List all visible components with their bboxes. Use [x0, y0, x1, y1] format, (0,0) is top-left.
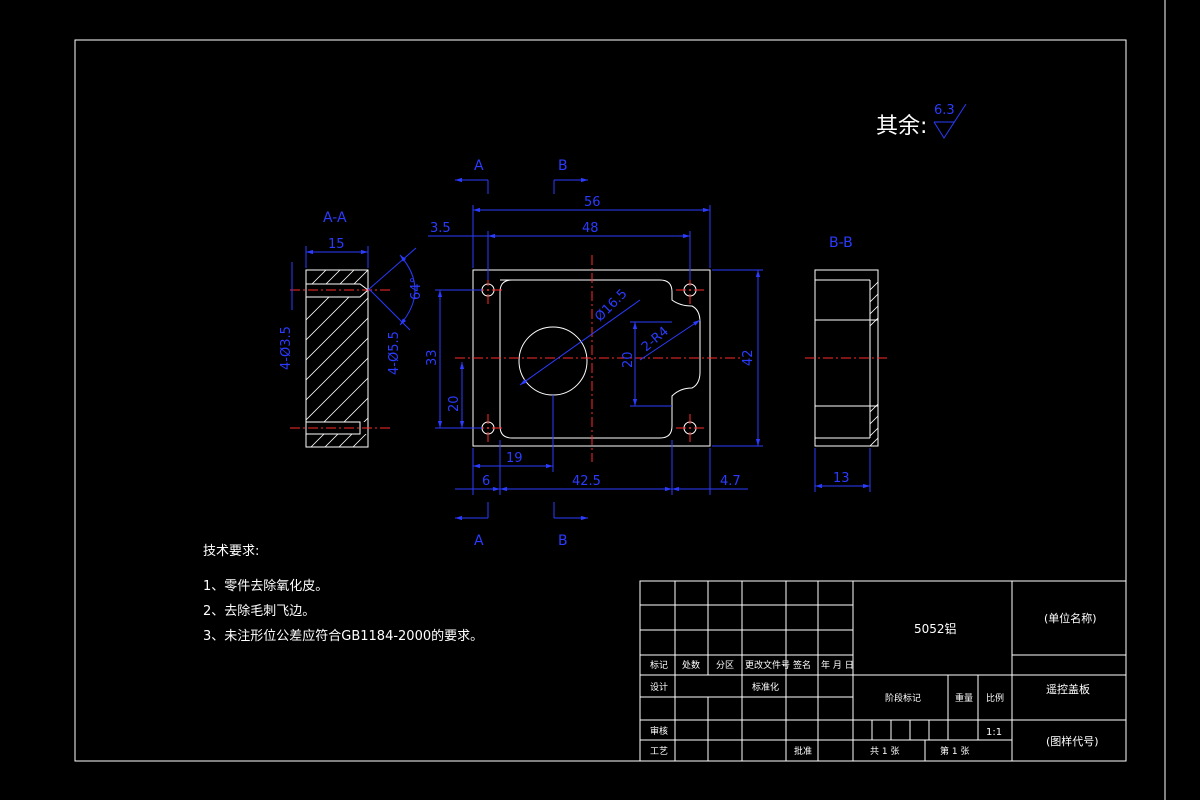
mark-label: 标记 — [650, 659, 668, 671]
roughness-note: 其余: 6.3 — [876, 103, 967, 139]
dim-4-7: 4.7 — [720, 474, 741, 489]
standard-label: 标准化 — [752, 681, 779, 693]
section-bb-label: B-B — [829, 235, 853, 251]
section-view-aa: A-A — [279, 210, 424, 448]
roughness-symbol-icon — [933, 103, 967, 139]
approve-label: 批准 — [794, 745, 812, 757]
dim-33: 33 — [425, 349, 440, 366]
section-markers: A B A B — [455, 158, 588, 549]
sheets-total: 共 1 张 — [870, 746, 899, 757]
review-label: 审核 — [650, 725, 668, 737]
change-doc-label: 更改文件号 — [745, 659, 790, 671]
dim-3-5: 3.5 — [430, 221, 451, 236]
drawing-border — [74, 39, 1127, 762]
dim-15: 15 — [328, 237, 345, 252]
dim-angle-64: 64° — [409, 277, 424, 300]
dim-48: 48 — [582, 221, 599, 236]
dim-20-left: 20 — [447, 395, 462, 412]
part-name-text: 遥控盖板 — [1046, 682, 1090, 696]
dim-4-phi-5-5: 4-Ø5.5 — [387, 331, 402, 375]
dim-42: 42 — [741, 349, 756, 366]
tech-requirement-1: 1、零件去除氧化皮。 — [203, 579, 329, 594]
section-aa-label: A-A — [323, 210, 347, 226]
tech-requirement-3: 3、未注形位公差应符合GB1184-2000的要求。 — [203, 629, 484, 644]
date-label: 年 月 日 — [821, 659, 854, 671]
material-text: 5052铝 — [914, 621, 957, 636]
roughness-prefix: 其余: — [876, 114, 927, 139]
dim-20-pocket: 20 — [621, 351, 636, 368]
stage-label: 阶段标记 — [885, 692, 921, 704]
section-b-top-label: B — [558, 158, 568, 174]
dim-19: 19 — [506, 451, 523, 466]
dim-2-r4: 2-R4 — [639, 324, 672, 355]
unit-name-text: (单位名称) — [1044, 611, 1097, 625]
dim-13: 13 — [833, 471, 850, 486]
section-view-bb: B-B 13 — [805, 235, 890, 492]
design-label: 设计 — [650, 681, 668, 693]
title-block: 5052铝 (单位名称) 遥控盖板 (图样代号) 标记 处数 分区 更改文件号 … — [639, 580, 1127, 762]
dim-4-phi-3-5: 4-Ø3.5 — [279, 326, 294, 370]
dim-56: 56 — [584, 195, 601, 210]
dim-42-5: 42.5 — [572, 474, 601, 489]
scale-value: 1:1 — [986, 727, 1002, 738]
section-a-top-label: A — [474, 158, 484, 174]
section-b-bottom-label: B — [558, 533, 568, 549]
sheet-number: 第 1 张 — [940, 745, 969, 757]
dim-6: 6 — [482, 474, 490, 489]
zone-label: 分区 — [716, 660, 734, 671]
roughness-value: 6.3 — [934, 103, 955, 118]
section-a-bottom-label: A — [474, 533, 484, 549]
dim-hole-diameter: Ø16.5 — [592, 287, 630, 325]
weight-label: 重量 — [955, 692, 973, 704]
sign-label: 签名 — [793, 659, 811, 671]
process-label: 工艺 — [650, 746, 668, 757]
front-view: Ø16.5 2-R4 56 48 3.5 33 20 20 42 19 — [425, 195, 763, 495]
scale-label: 比例 — [986, 692, 1004, 704]
outer-frame — [1164, 0, 1166, 800]
count-label: 处数 — [682, 659, 700, 671]
tech-requirements-title: 技术要求: — [203, 544, 260, 559]
drawing-number-text: (图样代号) — [1046, 734, 1099, 748]
tech-requirement-2: 2、去除毛刺飞边。 — [203, 604, 316, 619]
